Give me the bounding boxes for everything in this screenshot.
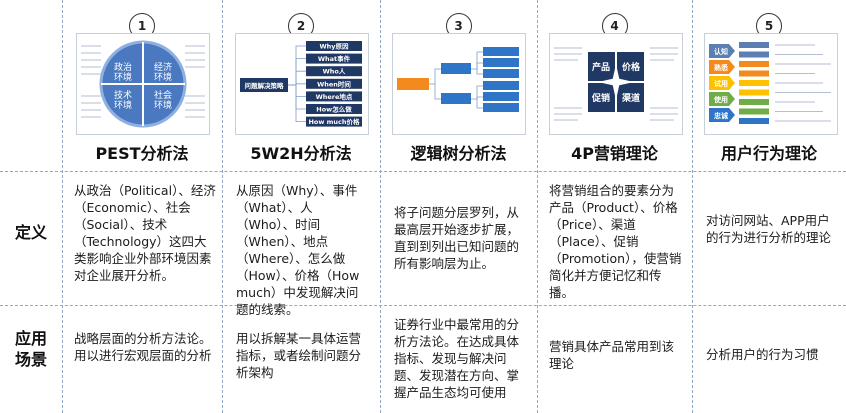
- svg-text:环境: 环境: [114, 99, 132, 111]
- w2h-item-label: When时间: [317, 79, 351, 88]
- stage-chevron: [709, 92, 735, 106]
- w2h-item-box: [306, 41, 362, 51]
- svg-text:环境: 环境: [114, 71, 132, 83]
- column-pest: 1 政治 环境 经济 环境 技术 环境 社会: [62, 0, 222, 413]
- 4p-place: 渠道: [621, 92, 640, 104]
- pest-q1: 政治: [114, 61, 132, 73]
- w2h-item-label: Why原因: [319, 42, 349, 51]
- w2h-item-label: Where地点: [316, 92, 353, 101]
- application-4p: 营销具体产品常用到该理论: [549, 339, 675, 371]
- method-title-4p: 4P营销理论: [571, 144, 658, 163]
- method-title-logic-tree: 逻辑树分析法: [410, 144, 507, 163]
- w2h-item-box: [306, 53, 362, 64]
- divider-v-2: [222, 0, 223, 413]
- behavior-bar: [739, 80, 769, 86]
- method-title-user-behavior: 用户行为理论: [720, 144, 817, 163]
- stage-label: 认知: [714, 47, 728, 56]
- definition-5w2h: 从原因（Why）、事件（What）、人（Who）、时间（When）、地点（Whe…: [236, 183, 360, 317]
- method-title-5w2h: 5W2H分析法: [250, 144, 352, 163]
- method-title-pest: PEST分析法: [95, 144, 189, 163]
- stage-label: 试用: [714, 79, 728, 88]
- divider-v-5: [692, 0, 693, 413]
- pest-q3: 技术: [114, 89, 132, 101]
- column-logic-tree: 3 逻辑树分析法 将子问题分层罗列，从最高层开始逐步扩展，直到到列出已知问题的所…: [380, 0, 537, 413]
- stage-chevron: [709, 76, 735, 90]
- behavior-bar: [739, 108, 769, 115]
- 4p-product: 产品: [592, 61, 610, 73]
- divider-h-2: [0, 305, 846, 306]
- w2h-item-label: How怎么做: [316, 105, 352, 114]
- 4p-promotion: 促销: [591, 92, 610, 104]
- behavior-bar: [739, 61, 769, 67]
- behavior-bar: [739, 42, 769, 48]
- w2h-item-box: [306, 91, 362, 102]
- w2h-item-label: How much价格: [308, 117, 360, 126]
- stage-label: 使用: [713, 95, 728, 104]
- user-behavior-thumbnail: 认知熟悉试用使用忠诚: [704, 33, 838, 135]
- behavior-bar: [739, 70, 769, 77]
- application-user-behavior: 分析用户的行为习惯: [706, 347, 819, 362]
- behavior-bar: [739, 51, 769, 58]
- pest-thumbnail: 政治 环境 经济 环境 技术 环境 社会 环境: [76, 33, 210, 135]
- stage-chevron: [709, 44, 735, 58]
- application-5w2h: 用以拆解某一具体运营指标，或者绘制问题分析架构: [236, 331, 362, 380]
- row-label-application: 应用场景: [14, 329, 47, 369]
- divider-v-3: [380, 0, 381, 413]
- logic-tree-thumbnail: [392, 33, 526, 135]
- stage-chevron: [709, 108, 735, 122]
- w2h-item-label: What事件: [318, 54, 351, 63]
- application-logic-tree: 证券行业中最常用的分析方法论。在达成具体指标、发现与解决问题、发现潜在方向、掌握…: [394, 317, 520, 400]
- w2h-item-label: Who人: [323, 67, 346, 76]
- 4p-price: 价格: [622, 61, 641, 73]
- pest-q2: 经济: [154, 61, 172, 73]
- w2h-item-box: [306, 116, 362, 127]
- divider-v-1: [62, 0, 63, 413]
- definition-logic-tree: 将子问题分层罗列，从最高层开始逐步扩展，直到到列出已知问题的所有影响层为止。: [394, 205, 520, 271]
- svg-text:环境: 环境: [154, 99, 172, 111]
- behavior-bar: [739, 99, 769, 105]
- w2h-item-box: [306, 66, 362, 77]
- divider-h-1: [0, 171, 846, 172]
- row-label-definition: 定义: [14, 223, 47, 242]
- w2h-item-box: [306, 78, 362, 89]
- stage-chevron: [709, 60, 735, 74]
- divider-v-4: [537, 0, 538, 413]
- behavior-bar: [739, 89, 769, 96]
- definition-4p: 将营销组合的要素分为产品（Product）、价格（Price）、渠道（Place…: [549, 183, 682, 300]
- definition-pest: 从政治（Political）、经济（Economic）、社会（Social）、技…: [74, 183, 216, 283]
- 5w2h-root: 问题解决策略: [245, 81, 285, 90]
- application-pest: 战略层面的分析方法论。用以进行宏观层面的分析: [74, 331, 212, 363]
- 5w2h-thumbnail: 问题解决策略 Why原因 What事件 Who人 When时间 Where地点 How怎么…: [235, 33, 369, 135]
- 4p-thumbnail: 产品 价格 促销 渠道: [549, 33, 683, 135]
- stage-label: 熟悉: [714, 63, 729, 72]
- stage-label: 忠诚: [714, 111, 728, 120]
- behavior-bar: [739, 118, 769, 124]
- column-4p: 4 产品 价格 促销 渠道 4P营销理论 将营销组合的要素分为产品（Produc…: [537, 0, 692, 413]
- pest-q4: 社会: [154, 89, 172, 101]
- w2h-item-box: [306, 104, 362, 114]
- column-user-behavior: 5 认知熟悉试用使用忠诚 用户行为理论 对访问网站、APP用户的行为进行分析的理…: [692, 0, 846, 413]
- svg-text:环境: 环境: [154, 71, 172, 83]
- definition-user-behavior: 对访问网站、APP用户的行为进行分析的理论: [706, 213, 832, 245]
